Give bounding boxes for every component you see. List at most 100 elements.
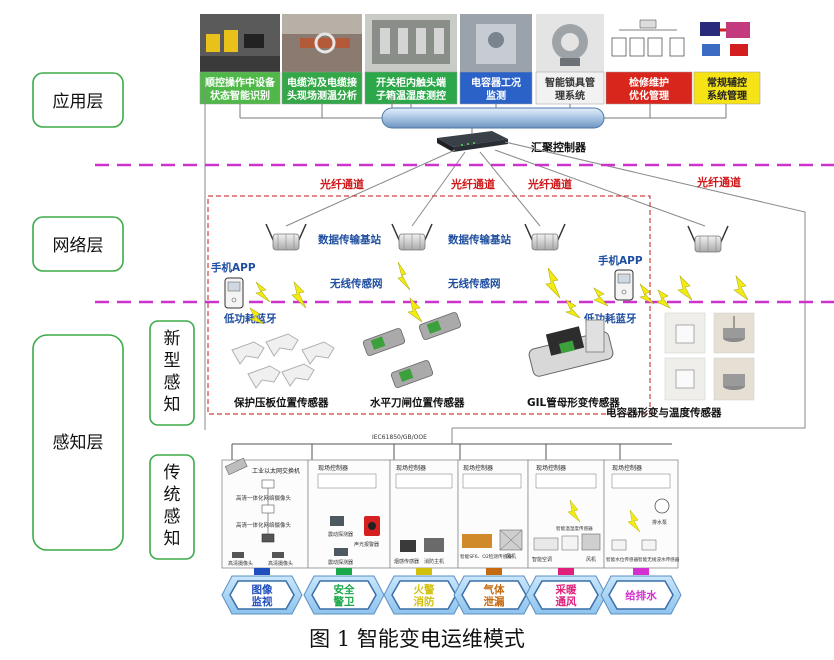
category-label: 通风 — [556, 596, 577, 608]
app-connector-lines — [239, 104, 727, 119]
svg-text:智能水位传感器: 智能水位传感器 — [606, 556, 639, 563]
figure-caption: 图 1 智能变电运维模式 — [309, 627, 525, 651]
app-module-label: 常规辅控 — [707, 76, 747, 89]
app-module-label: 优化管理 — [629, 89, 669, 102]
svg-text:网络层: 网络层 — [53, 236, 104, 256]
layer-label-network: 网络层 — [32, 216, 124, 272]
svg-text:感: 感 — [164, 507, 181, 527]
sublabel-new-type: 新 型 感 知 — [149, 320, 195, 426]
aggregation-controller-icon — [437, 131, 508, 152]
svg-text:光纤通道: 光纤通道 — [450, 177, 495, 191]
app-module-label: 电容器工况 — [471, 76, 521, 89]
panel-fire: 现场控制器 烟感传感器 消防主机 — [394, 464, 453, 565]
fiber-labels: 光纤通道 光纤通道 光纤通道 光纤通道 — [319, 175, 741, 191]
svg-text:现场控制器: 现场控制器 — [318, 464, 348, 472]
category-label: 火警 — [414, 583, 435, 596]
app-module-label: 理系统 — [555, 89, 585, 102]
svg-text:高清一体化网络摄像头: 高清一体化网络摄像头 — [236, 494, 292, 502]
svg-text:高清摄像头: 高清摄像头 — [228, 560, 253, 567]
panel-hvac: 现场控制器 智能空调 智能温湿度传感器 风机 — [532, 464, 601, 563]
app-module-label: 顺控操作中设备 — [205, 76, 276, 89]
category-label: 安全 — [334, 583, 355, 596]
app-module-label: 系统管理 — [707, 89, 747, 102]
app-module-label: 子箱温湿度测控 — [376, 89, 446, 102]
category-label: 泄漏 — [484, 595, 505, 608]
gil-sensor-device — [528, 319, 614, 377]
svg-text:现场控制器: 现场控制器 — [396, 464, 426, 472]
base-station-icon — [524, 223, 566, 251]
capacitor-sensor-photos — [664, 312, 755, 401]
category-label: 警卫 — [333, 595, 355, 608]
layer-separators — [95, 163, 834, 304]
app-module-label: 开关柜内触头端 — [376, 76, 446, 89]
network-labels: 数据传输基站 数据传输基站 无线传感网 无线传感网 手机APP 手机APP 低功… — [211, 233, 643, 325]
svg-text:光纤通道: 光纤通道 — [527, 177, 572, 191]
svg-text:型: 型 — [164, 351, 181, 371]
app-photo-7 — [694, 14, 760, 72]
category-label: 给排水 — [625, 589, 657, 602]
app-module-label: 电缆沟及电缆接 — [287, 76, 357, 89]
svg-text:感知层: 感知层 — [53, 433, 104, 453]
svg-text:现场控制器: 现场控制器 — [612, 464, 642, 472]
category-label: 消防 — [414, 595, 435, 608]
svg-text:高清一体化网络摄像头: 高清一体化网络摄像头 — [236, 521, 292, 529]
new-sensing-zone — [207, 195, 651, 415]
svg-text:排水泵: 排水泵 — [652, 519, 667, 526]
svg-text:感: 感 — [164, 373, 181, 393]
layer-label-perception: 感知层 — [32, 334, 124, 551]
base-station-icon — [265, 223, 307, 251]
svg-text:现场控制器: 现场控制器 — [536, 464, 566, 472]
fieldbus-label: IEC61850/GB/OOE — [372, 434, 427, 441]
traditional-categories: 图像监视安全警卫火警消防气体泄漏采暖通风给排水 — [221, 568, 682, 615]
svg-text:烟感传感器: 烟感传感器 — [394, 558, 419, 565]
app-photo-3 — [365, 14, 457, 72]
svg-text:智能空调: 智能空调 — [532, 556, 552, 563]
category-label: 采暖 — [555, 583, 577, 596]
svg-text:数据传输基站: 数据传输基站 — [447, 233, 511, 246]
app-photo-2 — [282, 14, 362, 72]
svg-text:传: 传 — [164, 463, 181, 483]
panel-water: 现场控制器 排水泵 智能水位传感器 智能无线浸水传感器 — [606, 464, 680, 563]
svg-text:低功耗蓝牙: 低功耗蓝牙 — [223, 312, 277, 325]
base-station-icon — [391, 223, 433, 251]
app-module-label: 监测 — [486, 89, 506, 102]
svg-text:手机APP: 手机APP — [598, 254, 643, 267]
svg-text:震动探测器: 震动探测器 — [328, 531, 353, 538]
app-photo-6 — [606, 14, 692, 72]
app-photo-4 — [460, 14, 532, 72]
svg-text:智能温湿度传感器: 智能温湿度传感器 — [556, 525, 593, 532]
app-module-label: 状态智能识别 — [210, 89, 270, 102]
wireless-signal-icons — [248, 261, 749, 325]
svg-text:光纤通道: 光纤通道 — [319, 177, 364, 191]
mobile-phone-icon — [224, 277, 244, 309]
application-panels: 顺控操作中设备状态智能识别电缆沟及电缆接头现场测温分析开关柜内触头端子箱温湿度测… — [199, 14, 761, 105]
svg-text:高清摄像头: 高清摄像头 — [268, 560, 293, 567]
panel-security: 现场控制器 震动探测器 声光报警器 震动探测器 — [317, 464, 380, 566]
layer-label-application: 应用层 — [32, 72, 124, 128]
app-module-label: 检修维护 — [629, 76, 669, 89]
mobile-phone-icon — [614, 269, 634, 301]
knife-switch-sensors — [362, 312, 462, 388]
sublabel-traditional: 传 统 感 知 — [149, 454, 195, 560]
svg-text:手机APP: 手机APP — [211, 261, 256, 274]
protect-plate-sensors — [231, 333, 335, 389]
svg-text:数据传输基站: 数据传输基站 — [317, 233, 381, 246]
svg-text:无线传感网: 无线传感网 — [329, 277, 383, 290]
svg-text:知: 知 — [164, 395, 181, 415]
category-label: 气体 — [483, 583, 505, 596]
svg-text:统: 统 — [164, 485, 181, 505]
panel-gas: 现场控制器 智能SF6、O2检测传感器 风机 — [460, 464, 523, 560]
protect-plate-sensor-label: 保护压板位置传感器 — [233, 396, 329, 409]
aggregator-label: 汇聚控制器 — [531, 140, 587, 154]
fiber-lines — [204, 84, 806, 444]
svg-text:风机: 风机 — [506, 553, 516, 560]
category-label: 监视 — [252, 595, 273, 608]
panel-image-monitoring: 工业以太网交换机 高清一体化网络摄像头 高清一体化网络摄像头 高清摄像头 高清摄… — [224, 457, 300, 567]
